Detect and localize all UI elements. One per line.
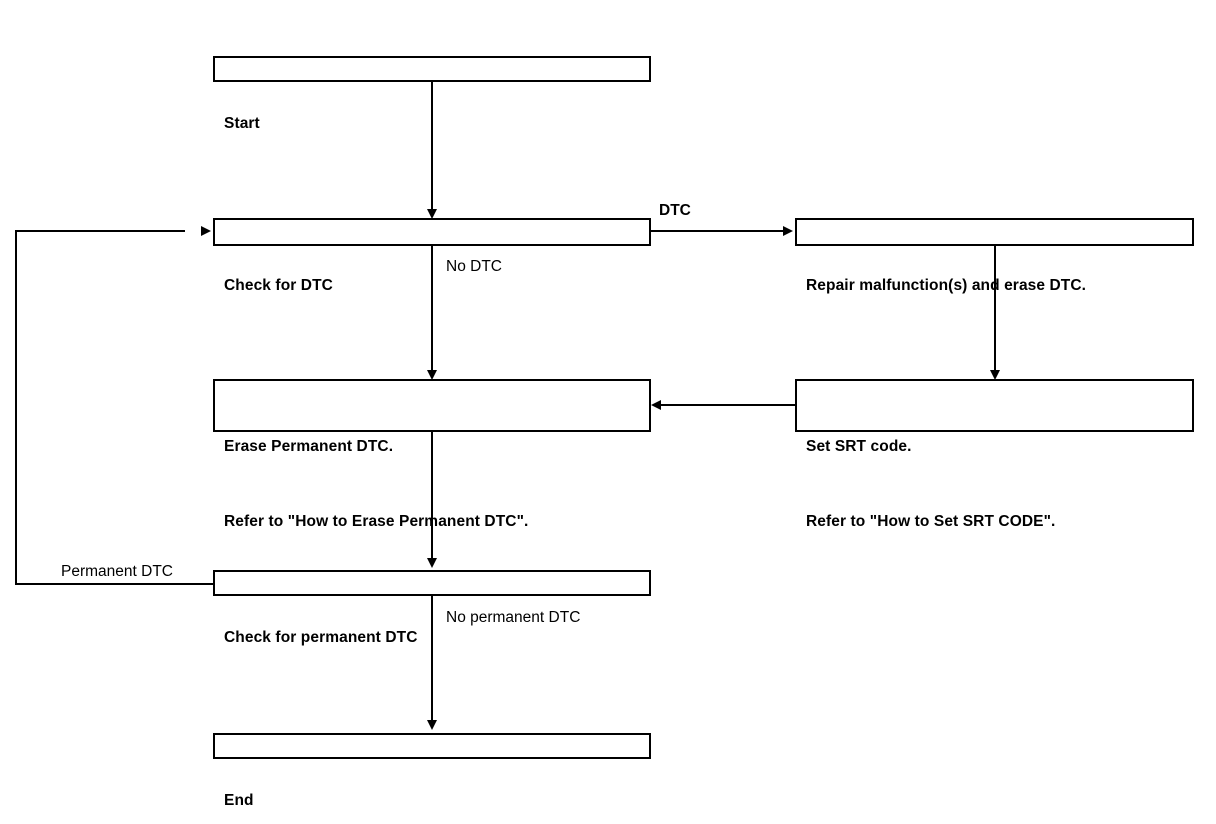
node-set-srt-code-line2: Refer to "How to Set SRT CODE". [806,513,1056,530]
node-check-for-permanent-dtc-label: Check for permanent DTC [224,629,418,646]
node-erase-permanent-dtc[interactable]: Erase Permanent DTC. Refer to "How to Er… [213,379,651,530]
node-repair-malfunctions-label: Repair malfunction(s) and erase DTC. [806,277,1087,294]
node-check-for-dtc-label: Check for DTC [224,277,333,294]
edge-label-dtc: DTC [659,202,691,219]
edge-label-no-dtc: No DTC [446,258,502,275]
connector-set-srt-to-erase-permanent [661,404,795,406]
edge-label-no-permanent-dtc: No permanent DTC [446,609,581,626]
connector-permanent-loop-vertical [15,230,17,585]
node-check-for-dtc[interactable]: Check for DTC [213,218,651,294]
connector-start-to-check-dtc [431,81,433,213]
node-end[interactable]: End [213,733,651,809]
node-end-label: End [224,792,254,809]
node-check-for-permanent-dtc[interactable]: Check for permanent DTC [213,570,651,646]
node-start-label: Start [224,115,260,132]
node-set-srt-code-line1: Set SRT code. [806,438,912,455]
node-erase-permanent-dtc-line2: Refer to "How to Erase Permanent DTC". [224,513,529,530]
connector-repair-to-set-srt [994,245,996,374]
connector-check-permanent-to-end [431,595,433,724]
connector-erase-permanent-to-check-permanent [431,432,433,562]
arrowhead-into-check-permanent [427,558,437,568]
node-erase-permanent-dtc-line1: Erase Permanent DTC. [224,438,394,455]
connector-permanent-loop-bottom [15,583,214,585]
connector-check-dtc-to-repair [651,230,785,232]
node-repair-malfunctions[interactable]: Repair malfunction(s) and erase DTC. [795,218,1194,294]
arrowhead-into-erase-permanent-from-srt [651,400,661,410]
node-start[interactable]: Start [213,56,651,132]
arrowhead-into-check-dtc [427,209,437,219]
arrowhead-into-end [427,720,437,730]
arrowhead-into-erase-permanent [427,370,437,380]
connector-check-dtc-to-erase-permanent [431,245,433,374]
edge-label-permanent-dtc: Permanent DTC [61,563,173,580]
arrowhead-into-repair [783,226,793,236]
connector-permanent-loop-top [15,230,185,232]
arrowhead-into-check-dtc-loop [201,226,211,236]
arrowhead-into-set-srt [990,370,1000,380]
node-set-srt-code[interactable]: Set SRT code. Refer to "How to Set SRT C… [795,379,1194,530]
